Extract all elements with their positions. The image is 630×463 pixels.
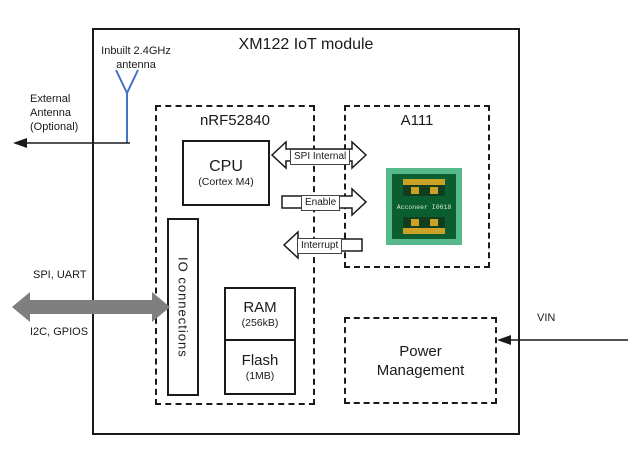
- enable-label: Enable: [301, 195, 341, 211]
- a111-chip-photo: Acconeer I0618: [386, 168, 462, 245]
- power-management-label: Power Management: [376, 342, 465, 379]
- inbuilt-antenna-label: Inbuilt 2.4GHz antenna: [101, 45, 171, 71]
- spi-internal-label: SPI Internal: [290, 149, 351, 165]
- chip-component-bottom: [403, 217, 445, 228]
- chip-marking-text: Acconeer I0618: [397, 204, 452, 211]
- page-title: XM122 IoT module: [238, 36, 374, 53]
- io-connections-label: IO connections: [175, 256, 191, 358]
- flash-block: Flash (1MB): [224, 339, 296, 395]
- chip-pad-row-top: [403, 179, 445, 185]
- i2c-gpios-label: I2C, GPIOS: [30, 326, 89, 338]
- flash-subtitle: (1MB): [245, 369, 275, 382]
- chip-pad-1: [411, 187, 419, 194]
- nrf52840-label: nRF52840: [199, 112, 271, 129]
- a111-label: A111: [400, 112, 434, 129]
- flash-title: Flash: [241, 351, 279, 369]
- ram-subtitle: (256kB): [241, 316, 279, 329]
- power-management-block: Power Management: [344, 317, 497, 404]
- chip-pad-3: [411, 219, 419, 226]
- external-antenna-label: External Antenna (Optional): [30, 93, 79, 133]
- chip-pad-2: [430, 187, 438, 194]
- a111-block: [344, 105, 490, 268]
- spi-uart-label: SPI, UART: [33, 269, 87, 281]
- external-antenna-arrow-head: [13, 138, 27, 148]
- cpu-block: CPU (Cortex M4): [182, 140, 270, 206]
- chip-photo-graphic: Acconeer I0618: [386, 168, 462, 245]
- chip-pad-4: [430, 219, 438, 226]
- cpu-subtitle: (Cortex M4): [198, 176, 254, 188]
- io-connections-block: IO connections: [167, 218, 199, 396]
- chip-component-top: [403, 185, 445, 196]
- vin-label: VIN: [537, 312, 556, 324]
- chip-pad-row-bottom: [403, 228, 445, 234]
- ram-title: RAM: [243, 298, 277, 316]
- cpu-title: CPU: [209, 158, 243, 175]
- ram-block: RAM (256kB): [224, 287, 296, 341]
- interrupt-label: Interrupt: [297, 238, 343, 254]
